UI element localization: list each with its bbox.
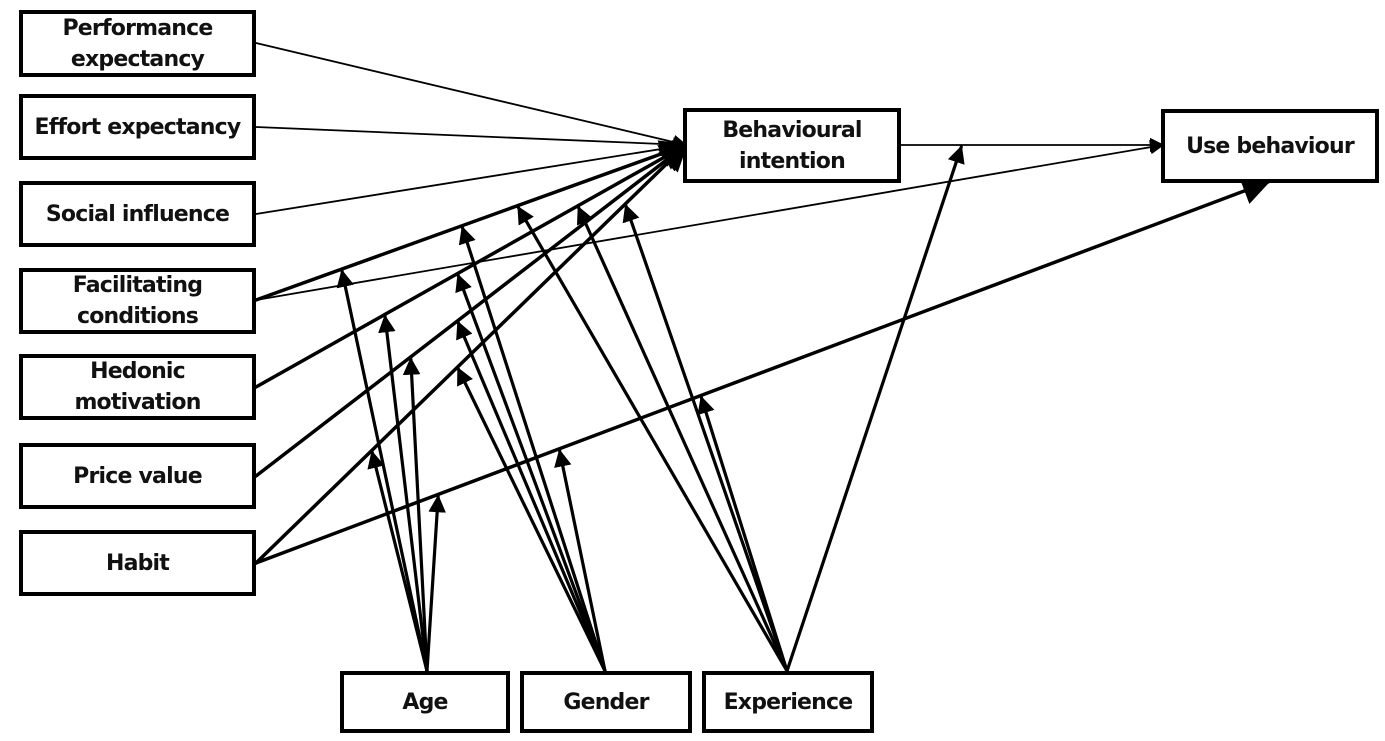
edge-facilitating-conditions-to-use-behaviour	[255, 140, 1165, 301]
moderation-arrows-layer	[336, 145, 965, 673]
node-label: Facilitating conditions	[72, 273, 203, 329]
node-facilitating-conditions: Facilitating conditions	[19, 268, 256, 334]
node-label: Social influence	[45, 201, 230, 227]
moderation-arrow-experience	[697, 395, 789, 673]
node-label: Behavioural intention	[722, 117, 862, 174]
edge-facilitating-conditions-to-behavioural-intention	[254, 140, 689, 302]
node-effort-expectancy: Effort expectancy	[19, 94, 256, 160]
node-label: Gender	[563, 689, 649, 715]
edge-effort-expectancy-to-behavioural-intention	[255, 126, 688, 152]
edge-performance-expectancy-to-behavioural-intention	[255, 42, 688, 150]
moderation-arrow-gender	[455, 273, 607, 673]
node-behavioural-intention: Behavioural intention	[683, 108, 901, 183]
moderation-arrow-age	[367, 450, 429, 673]
node-habit: Habit	[19, 530, 256, 596]
node-label: Hedonic motivation	[74, 359, 201, 415]
moderation-arrow-gender	[554, 448, 607, 673]
node-label: Effort expectancy	[34, 114, 242, 140]
node-performance-expectancy: Performance expectancy	[19, 10, 256, 77]
edge-habit-to-use-behaviour	[254, 177, 1271, 565]
node-label: Age	[402, 689, 448, 715]
moderation-arrow-age	[378, 314, 429, 673]
edge-social-influence-to-behavioural-intention	[255, 139, 688, 215]
moderation-arrow-gender	[456, 320, 607, 673]
moderation-arrow-age	[336, 269, 429, 673]
node-price-value: Price value	[19, 443, 256, 509]
moderation-arrow-experience	[622, 203, 789, 673]
node-label: Use behaviour	[1186, 133, 1355, 159]
node-label: Performance expectancy	[62, 15, 213, 72]
node-label: Price value	[73, 463, 202, 489]
moderation-arrow-gender	[456, 366, 607, 673]
moderation-arrow-experience	[516, 205, 789, 673]
moderation-arrow-experience	[576, 205, 789, 673]
node-label: Experience	[723, 689, 854, 715]
node-hedonic-motivation: Hedonic motivation	[19, 354, 256, 420]
moderation-arrow-age	[425, 494, 446, 673]
node-gender: Gender	[520, 671, 692, 733]
node-experience: Experience	[702, 671, 874, 733]
node-age: Age	[340, 671, 510, 733]
moderation-arrow-gender	[458, 225, 607, 673]
moderation-arrow-age	[402, 357, 429, 673]
node-use-behaviour: Use behaviour	[1161, 109, 1379, 183]
node-social-influence: Social influence	[19, 181, 256, 247]
moderation-arrow-experience	[785, 145, 965, 673]
edge-hedonic-motivation-to-behavioural-intention	[254, 143, 689, 389]
node-label: Habit	[105, 550, 170, 576]
